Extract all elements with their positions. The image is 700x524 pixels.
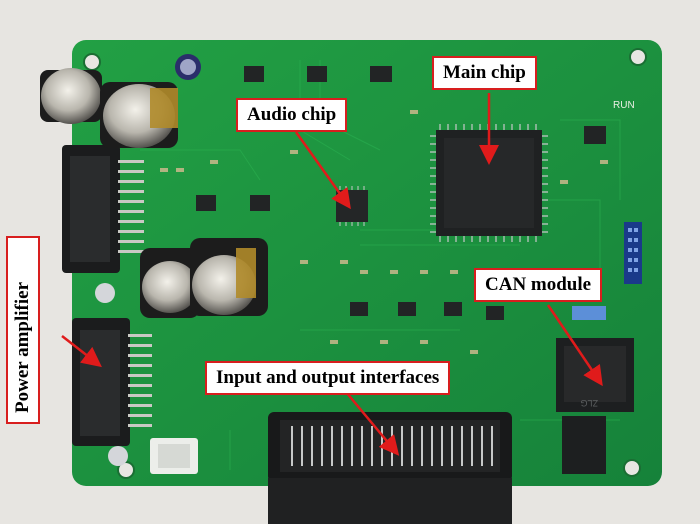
power-amplifier-label: Power amplifier xyxy=(6,236,40,424)
left-connector-top xyxy=(62,145,144,273)
io-interfaces-label: Input and output interfaces xyxy=(205,361,451,395)
main-chip-label: Main chip xyxy=(432,56,537,90)
smd-components xyxy=(160,110,608,354)
annotation-arrows xyxy=(61,93,603,456)
audio-chip-arrow xyxy=(294,131,351,210)
small-ics xyxy=(196,66,606,320)
io-connector xyxy=(268,412,512,524)
io-interfaces-arrow xyxy=(345,391,400,456)
power-amplifier-arrow xyxy=(61,335,102,368)
audio-chip-label: Audio chip xyxy=(236,98,348,132)
white-module xyxy=(150,438,198,474)
capacitors-top xyxy=(40,54,201,148)
zlg-silkscreen: ZLG xyxy=(580,398,598,408)
can-module-arrow xyxy=(546,304,603,387)
header-pins xyxy=(572,222,642,320)
run-silkscreen: RUN xyxy=(613,100,635,111)
can-module-label: CAN module xyxy=(474,268,603,302)
capacitors-middle xyxy=(95,238,268,466)
main-chip xyxy=(430,124,548,242)
